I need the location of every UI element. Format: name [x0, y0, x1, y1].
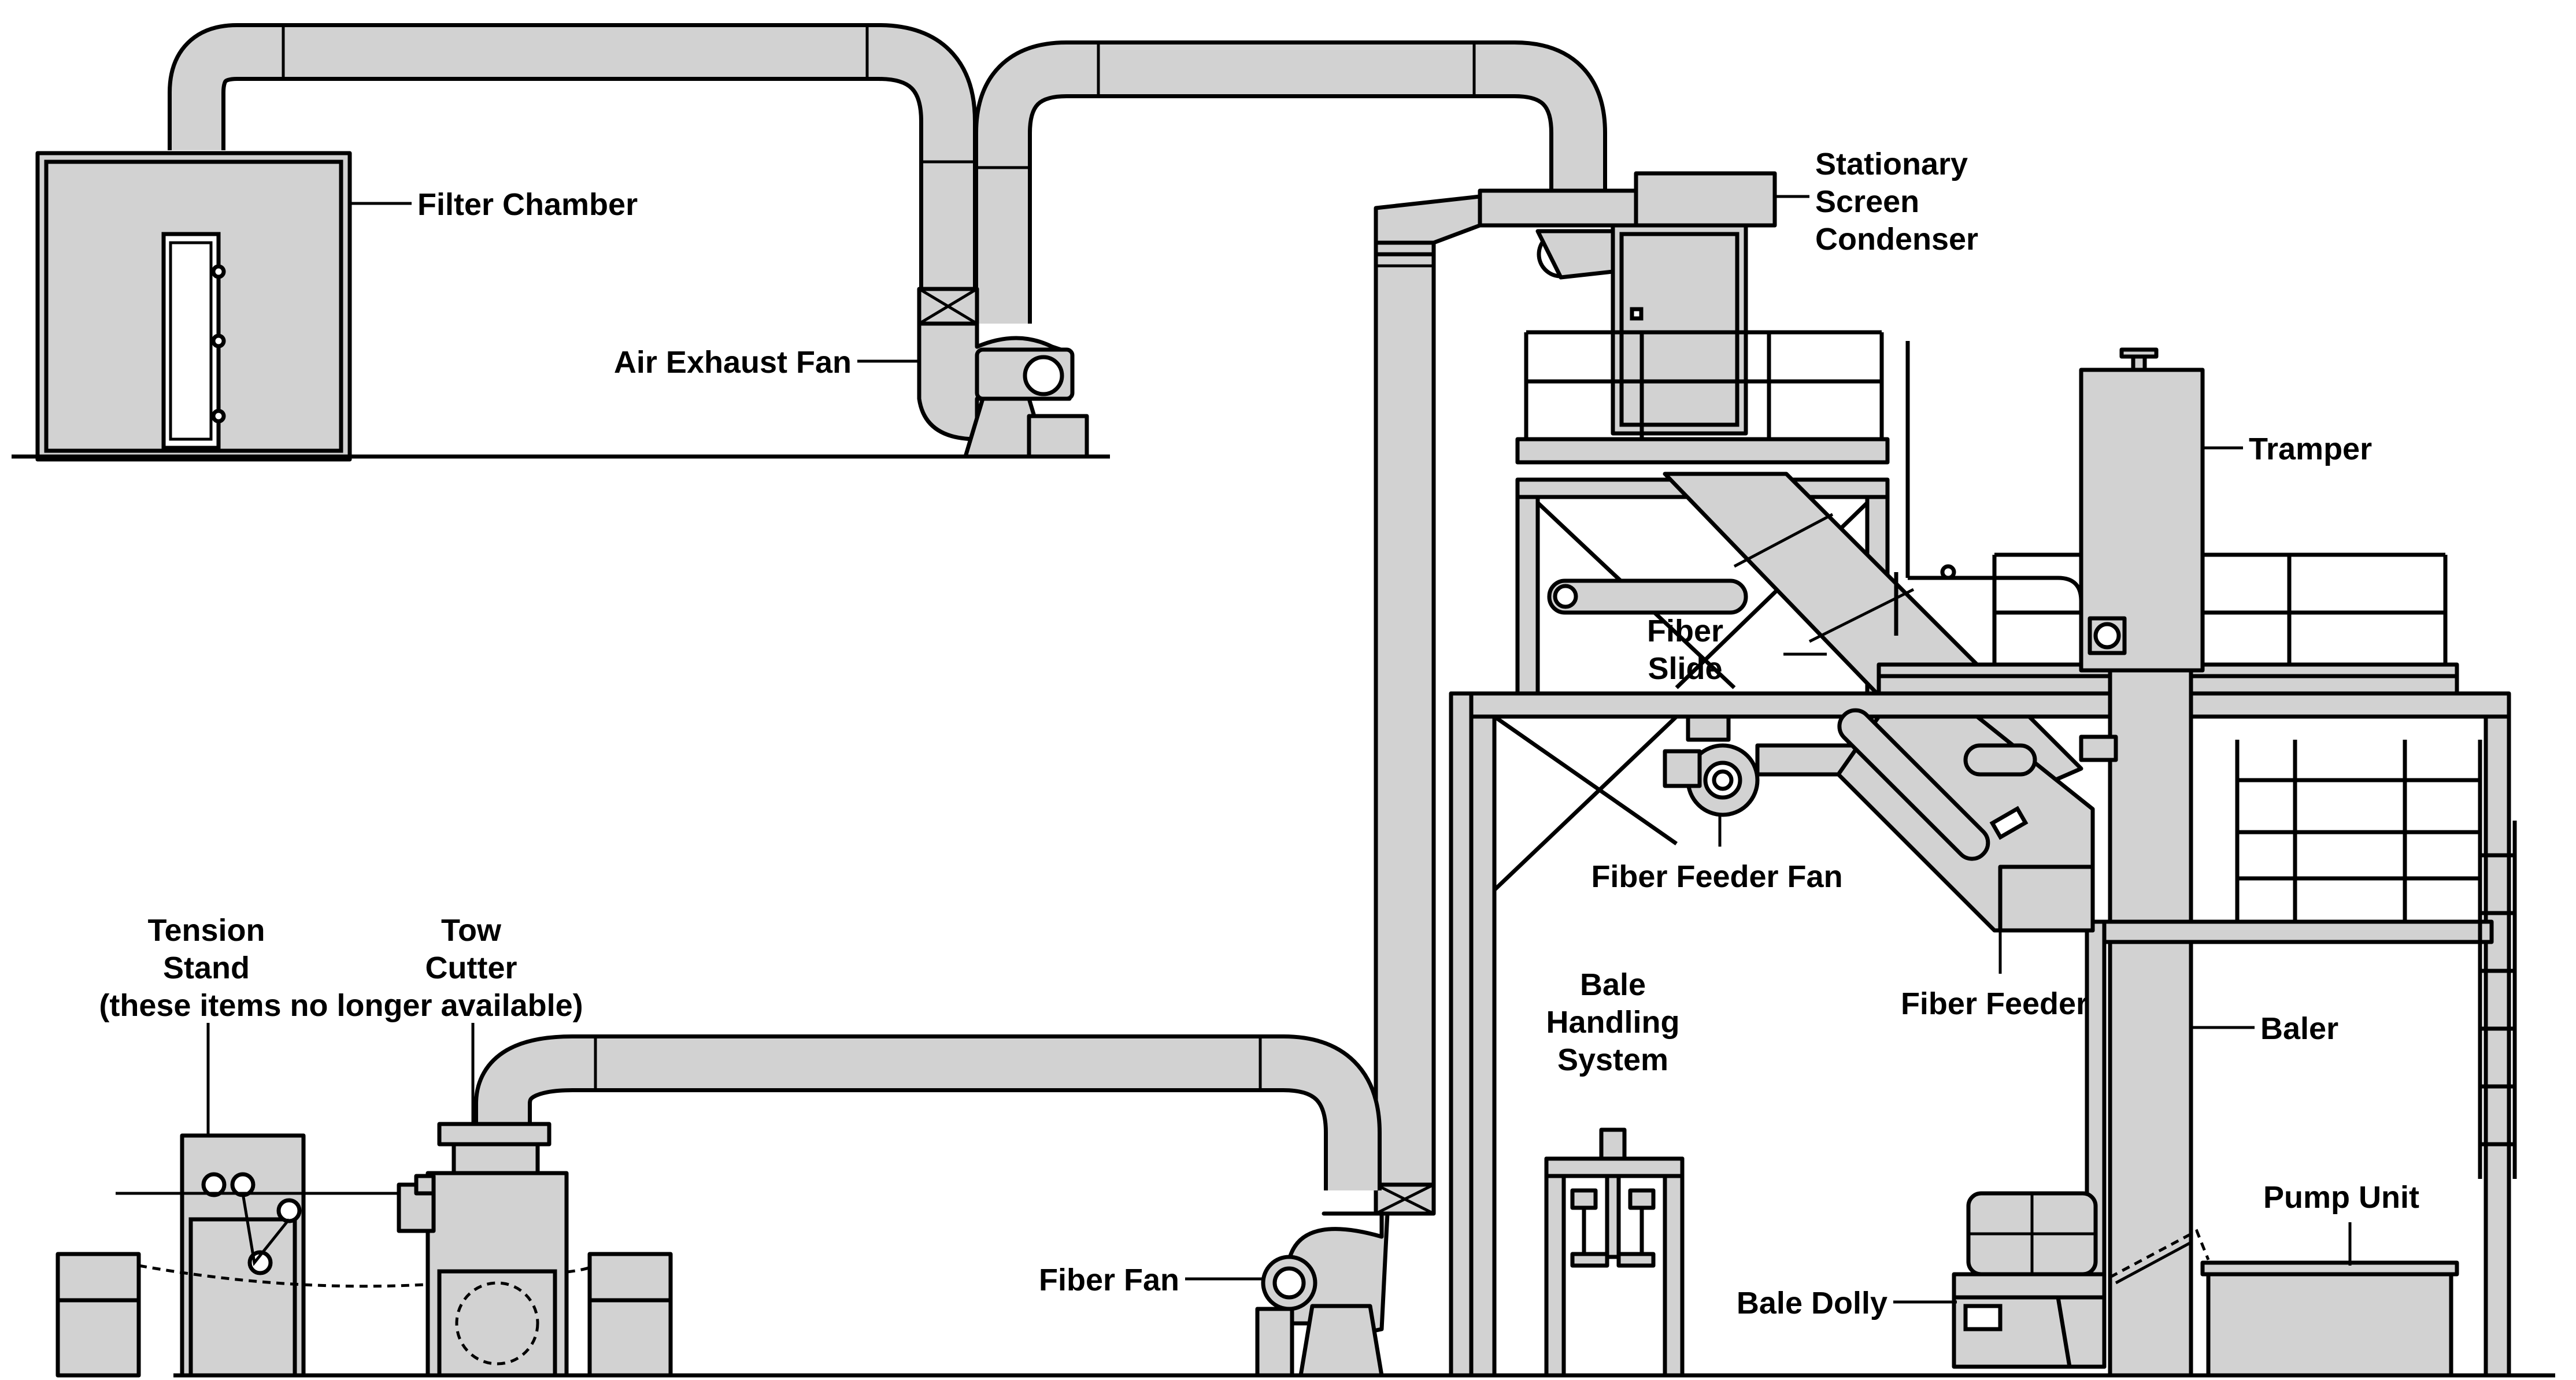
label-bale-handling-line-3: System: [1557, 1043, 1668, 1077]
bale-dolly: [1952, 1191, 2107, 1369]
tow-cutter: [397, 1122, 569, 1378]
label-tow-cutter-line-2: Cutter: [425, 951, 517, 985]
label-tension-stand-line-3: (these items no longer available): [99, 988, 583, 1023]
leader-lines: [206, 195, 2352, 1304]
labels: Filter Chamber Air Exhaust Fan Stationar…: [99, 147, 2419, 1320]
label-condenser-line-3: Condenser: [1815, 222, 1978, 257]
label-filter-chamber: Filter Chamber: [417, 187, 638, 222]
label-tramper: Tramper: [2249, 432, 2372, 466]
label-bale-dolly: Bale Dolly: [1737, 1286, 1887, 1320]
label-bale-handling-line-2: Handling: [1546, 1005, 1680, 1040]
label-fiber-slide-line-2: Slide: [1648, 651, 1722, 686]
label-tension-stand-line-1: Tension: [147, 913, 265, 948]
baler: [2085, 668, 2517, 1378]
label-air-exhaust-fan: Air Exhaust Fan: [614, 345, 852, 380]
fiber-feeder: [1836, 708, 2118, 933]
label-condenser-line-2: Screen: [1815, 184, 1919, 219]
label-bale-handling-line-1: Bale: [1580, 967, 1646, 1002]
filter-chamber: [35, 151, 352, 462]
label-fiber-feeder: Fiber Feeder: [1901, 986, 2088, 1021]
label-tow-cutter-line-1: Tow: [441, 913, 502, 948]
vertical-riser-duct: [1374, 188, 1644, 1216]
label-condenser-line-1: Stationary: [1815, 147, 1968, 181]
fiber-fan: [1255, 1211, 1390, 1378]
label-fiber-slide-line-1: Fiber: [1647, 614, 1723, 648]
label-fiber-fan: Fiber Fan: [1039, 1263, 1179, 1297]
lower-duct: [474, 1034, 1382, 1190]
upper-duct: [168, 23, 1607, 347]
bale-handling-system: [1544, 1127, 1685, 1378]
tramper: [2079, 347, 2205, 673]
label-pump-unit: Pump Unit: [2263, 1180, 2419, 1215]
label-fiber-feeder-fan: Fiber Feeder Fan: [1591, 859, 1842, 894]
tension-stand: [55, 1133, 673, 1378]
label-baler: Baler: [2260, 1011, 2338, 1046]
pump-unit: [2109, 1229, 2459, 1378]
label-tension-stand-line-2: Stand: [163, 951, 250, 985]
stationary-screen-condenser: [1535, 171, 1777, 436]
air-exhaust-fan: [917, 321, 1089, 459]
